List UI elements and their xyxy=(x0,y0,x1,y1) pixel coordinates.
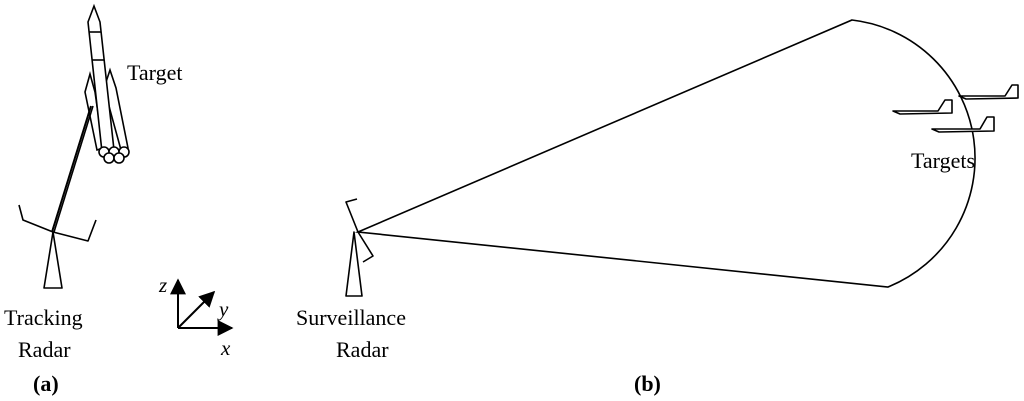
targets-label: Targets xyxy=(911,148,975,173)
surveillance-beam xyxy=(354,19,976,288)
surveillance-radar-icon xyxy=(345,198,374,297)
aircraft-icon xyxy=(892,99,953,115)
rocket-target-icon xyxy=(84,3,130,164)
panel-b: Surveillance Radar Targets (b) xyxy=(296,19,1019,396)
z-axis-label: z xyxy=(158,273,167,297)
surveillance-radar-label-line1: Surveillance xyxy=(296,305,406,330)
y-axis-label: y xyxy=(217,297,229,321)
aircraft-icon xyxy=(931,116,995,133)
x-axis-label: x xyxy=(220,336,231,360)
tracking-beam xyxy=(51,105,94,233)
panel-b-caption: (b) xyxy=(634,371,661,396)
coordinate-axes xyxy=(170,278,234,336)
y-axis-arrow xyxy=(177,290,216,329)
aircraft-targets xyxy=(892,84,1019,133)
tracking-radar-label-line2: Radar xyxy=(18,337,71,362)
target-label: Target xyxy=(127,60,182,85)
panel-a: Target Tracking Radar z y x (a) xyxy=(4,3,234,396)
tracking-radar-label-line1: Tracking xyxy=(4,305,83,330)
aircraft-icon xyxy=(958,84,1019,100)
tracking-radar-icon xyxy=(18,204,97,289)
surveillance-radar-label-line2: Radar xyxy=(336,337,389,362)
panel-a-caption: (a) xyxy=(33,371,59,396)
